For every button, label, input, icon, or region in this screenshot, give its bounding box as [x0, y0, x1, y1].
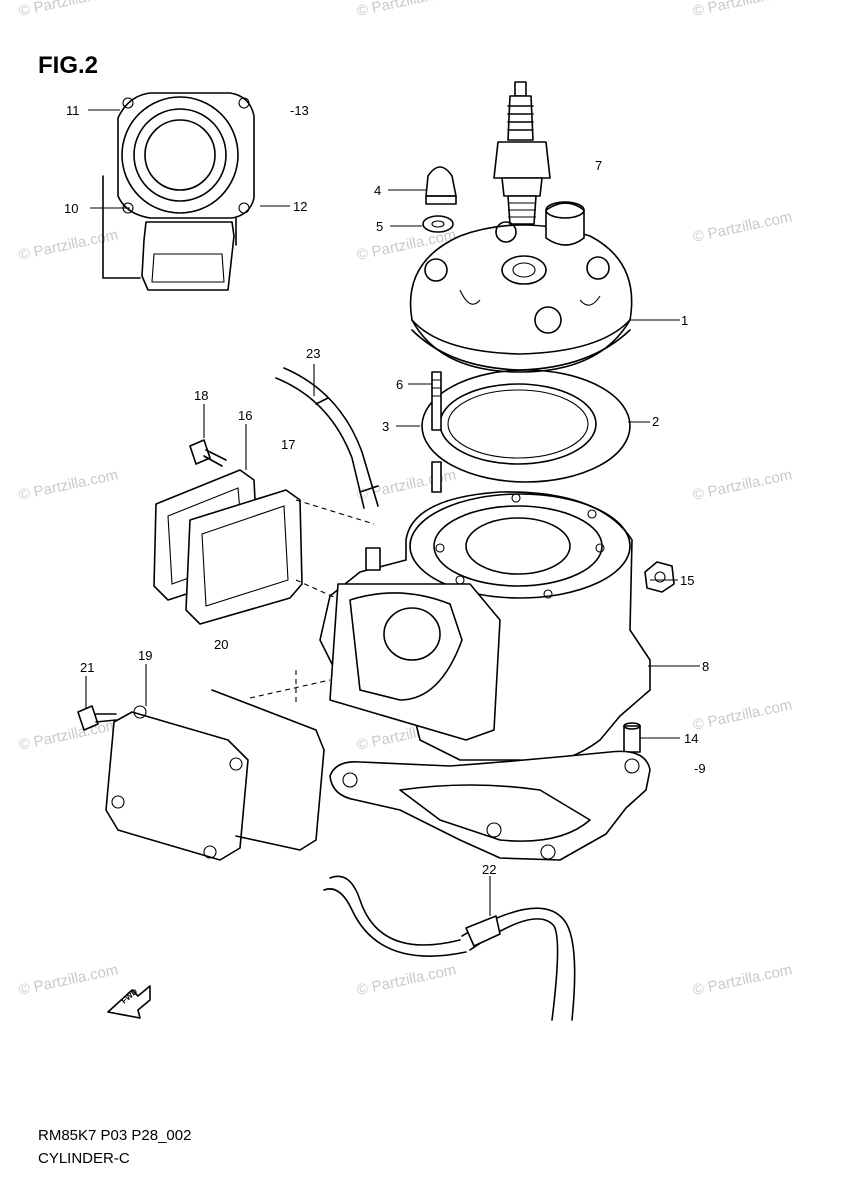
reed-cover-19: [105, 705, 249, 861]
watermark-text: © Partzilla.com: [17, 226, 119, 264]
callout-5: 5: [376, 219, 383, 234]
callout-2: 2: [652, 414, 659, 429]
screw-18: [189, 439, 227, 467]
head-gasket-rings: [421, 369, 631, 483]
watermark-text: © Partzilla.com: [17, 466, 119, 504]
callout-7: 7: [595, 158, 602, 173]
watermark-text: © Partzilla.com: [355, 961, 457, 999]
callout-12: 12: [293, 199, 307, 214]
coolant-hose-22: [323, 875, 576, 1021]
cylinder-body: [319, 491, 651, 764]
callout-19: 19: [138, 648, 152, 663]
inset-gasket-set: [102, 92, 255, 291]
watermark-text: © Partzilla.com: [355, 466, 457, 504]
callout-9: -9: [694, 761, 706, 776]
callout-22: 22: [482, 862, 496, 877]
watermark-text: © Partzilla.com: [17, 0, 119, 20]
callout-21: 21: [80, 660, 94, 675]
callout-11: 11: [66, 103, 80, 118]
washer: [422, 215, 454, 233]
callout-23: 23: [306, 346, 320, 361]
base-gasket: [329, 750, 651, 861]
reed-gasket-20: [185, 489, 303, 625]
bolt-21: [77, 705, 117, 731]
watermark-text: © Partzilla.com: [691, 208, 793, 246]
callout-6: 6: [396, 377, 403, 392]
callout-8: 8: [702, 659, 709, 674]
watermark-text: © Partzilla.com: [691, 466, 793, 504]
fwd-arrow-icon: FWD: [107, 985, 151, 1019]
callout-14: 14: [684, 731, 698, 746]
dowel-pin: [623, 722, 641, 753]
stud-bolt: [431, 371, 442, 493]
callout-15: 15: [680, 573, 694, 588]
cap-nut: [425, 166, 457, 205]
assembly-lines: [249, 499, 375, 706]
figure-title: FIG.2: [38, 52, 99, 79]
spark-plug: [493, 81, 551, 225]
watermark-text: © Partzilla.com: [355, 0, 457, 20]
callout-17: 17: [281, 437, 295, 452]
callout-4: 4: [374, 183, 381, 198]
callout-3: 3: [382, 419, 389, 434]
flange-nut: [644, 561, 675, 593]
footer-model-code: RM85K7 P03 P28_002: [38, 1127, 192, 1144]
callout-10: 10: [64, 201, 78, 216]
callout-16: 16: [238, 408, 252, 423]
callout-20: 20: [214, 637, 228, 652]
callout-1: 1: [681, 313, 688, 328]
callout-13: -13: [290, 103, 309, 118]
cylinder-head: [409, 201, 633, 373]
callout-18: 18: [194, 388, 208, 403]
watermark-text: © Partzilla.com: [691, 0, 793, 20]
callout-leaders: [85, 109, 700, 916]
breather-hose-23: [275, 367, 379, 509]
footer-assembly-name: CYLINDER-C: [38, 1150, 130, 1167]
watermark-text: © Partzilla.com: [691, 696, 793, 734]
reed-gasket-19b: [211, 689, 325, 851]
watermark-text: © Partzilla.com: [17, 961, 119, 999]
watermark-text: © Partzilla.com: [691, 961, 793, 999]
